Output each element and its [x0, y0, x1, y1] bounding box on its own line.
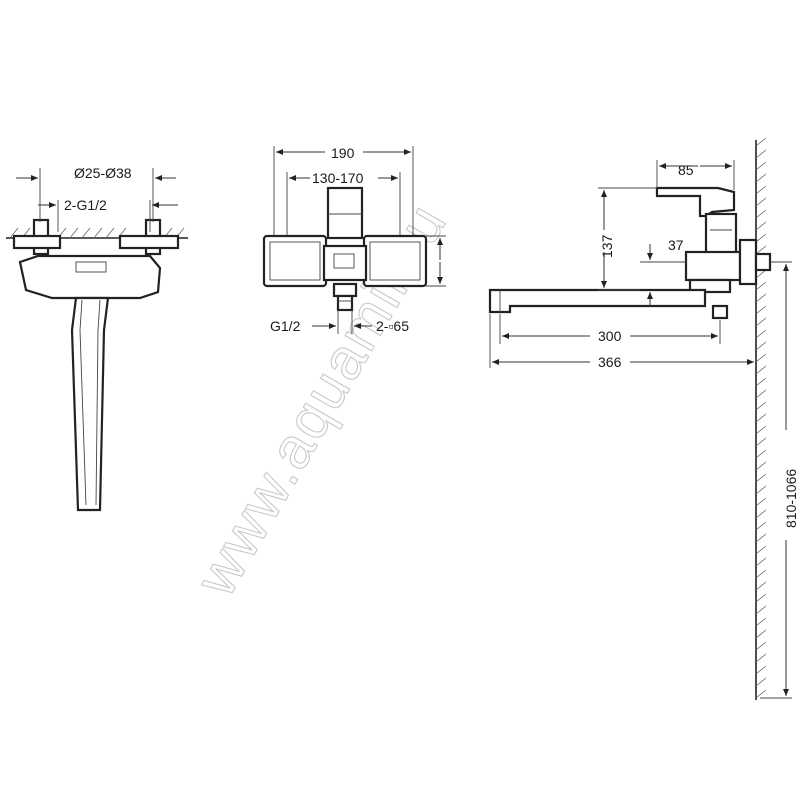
- hatch-line: [755, 293, 767, 303]
- hatch-line: [755, 161, 767, 171]
- spout-view: 85 137 37 300 366 810-1066: [488, 137, 799, 700]
- hatch-line: [755, 209, 767, 219]
- dim-total-width: 190: [331, 145, 355, 161]
- hatch-line: [755, 173, 767, 183]
- hatch-line: [755, 461, 767, 471]
- hatch-line: [755, 245, 767, 255]
- hatch-line: [755, 317, 767, 327]
- hatch-line: [755, 353, 767, 363]
- hatch-line: [755, 137, 767, 147]
- side-view: Ø25-Ø38 2-G1/2: [6, 165, 188, 512]
- hatch-line: [755, 581, 767, 591]
- hatch-line: [755, 665, 767, 675]
- dim-spout-reach: 300: [598, 328, 622, 344]
- hatch-line: [755, 197, 767, 207]
- wall-hatch-right: [755, 137, 767, 699]
- front-view: 190 130-170 G1/2 2-▫65: [262, 145, 446, 334]
- hatch-line: [755, 545, 767, 555]
- hatch-line: [755, 377, 767, 387]
- dim-inlet-thread: 2-G1/2: [64, 197, 107, 213]
- dim-height: 137: [599, 234, 615, 258]
- hatch-line: [755, 401, 767, 411]
- dim-center-distance: 130-170: [312, 170, 364, 186]
- hatch-line: [755, 185, 767, 195]
- hatch-line: [755, 641, 767, 651]
- dim-flange: 2-▫65: [376, 318, 409, 334]
- hatch-line: [755, 485, 767, 495]
- hatch-line: [755, 149, 767, 159]
- hatch-line: [755, 677, 767, 687]
- hatch-line: [755, 521, 767, 531]
- hatch-line: [755, 329, 767, 339]
- hatch-line: [755, 509, 767, 519]
- dim-mounting-height: 810-1066: [783, 469, 799, 528]
- hatch-line: [755, 629, 767, 639]
- hatch-line: [755, 389, 767, 399]
- hatch-line: [755, 365, 767, 375]
- hatch-line: [755, 281, 767, 291]
- hatch-line: [755, 449, 767, 459]
- hatch-line: [755, 473, 767, 483]
- hatch-line: [755, 689, 767, 699]
- dim-outer-diameter: Ø25-Ø38: [74, 165, 132, 181]
- hatch-line: [755, 269, 767, 279]
- hatch-line: [755, 653, 767, 663]
- hatch-line: [755, 233, 767, 243]
- hatch-line: [755, 569, 767, 579]
- dim-outlet-thread: G1/2: [270, 318, 301, 334]
- dim-wall-offset: 37: [668, 237, 684, 253]
- hatch-line: [755, 221, 767, 231]
- hatch-line: [755, 533, 767, 543]
- hatch-line: [755, 425, 767, 435]
- hatch-line: [755, 341, 767, 351]
- dim-total-length: 366: [598, 354, 622, 370]
- hatch-line: [755, 605, 767, 615]
- hatch-line: [755, 617, 767, 627]
- hatch-line: [755, 305, 767, 315]
- hatch-line: [755, 557, 767, 567]
- dim-handle-depth: 85: [678, 162, 694, 178]
- hatch-line: [755, 593, 767, 603]
- hatch-line: [755, 497, 767, 507]
- hatch-line: [755, 437, 767, 447]
- hatch-line: [755, 413, 767, 423]
